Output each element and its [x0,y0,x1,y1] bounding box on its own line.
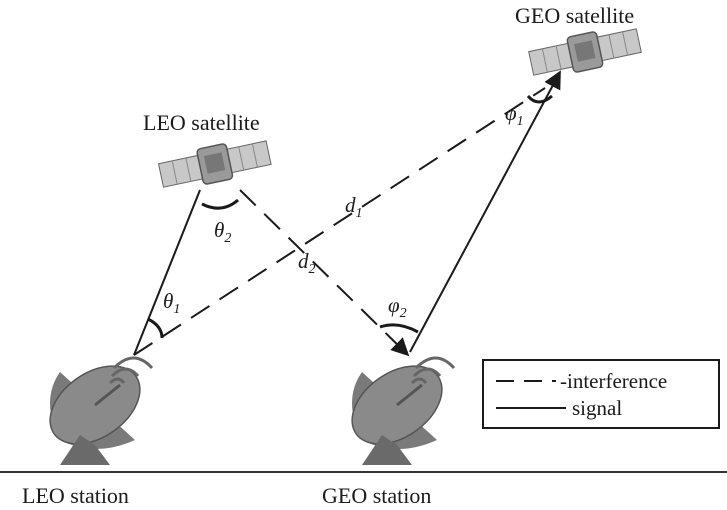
leo-satellite-icon [157,140,272,188]
legend: -interference signal [482,359,720,429]
phi1-arc [526,94,553,104]
theta2-arc [201,198,239,210]
leo-satellite-label: LEO satellite [143,110,260,135]
theta1-symbol: θ1 [163,289,180,317]
legend-box [482,359,720,429]
d1-symbol: d1 [345,193,363,221]
legend-interference-label: -interference [560,369,667,393]
geo-satellite-icon [528,28,642,76]
legend-signal-label: signal [572,396,622,420]
theta1-arc [147,317,164,339]
phi1-symbol: φ1 [505,101,524,129]
d2-symbol: d2 [298,249,316,277]
leo-station-dish-icon [49,356,154,465]
geo-signal-line [409,70,561,353]
geo-station-label: GEO station [322,483,431,508]
theta2-symbol: θ2 [214,218,231,246]
interference-line-d2 [239,189,410,357]
geo-satellite-label: GEO satellite [515,3,634,28]
leo-station-label: LEO station [22,483,129,508]
phi2-arc [379,323,419,334]
phi2-symbol: φ2 [388,293,407,321]
geo-station-dish-icon [351,356,456,465]
interference-line-d1 [133,87,546,356]
leo-signal-line [133,189,201,356]
